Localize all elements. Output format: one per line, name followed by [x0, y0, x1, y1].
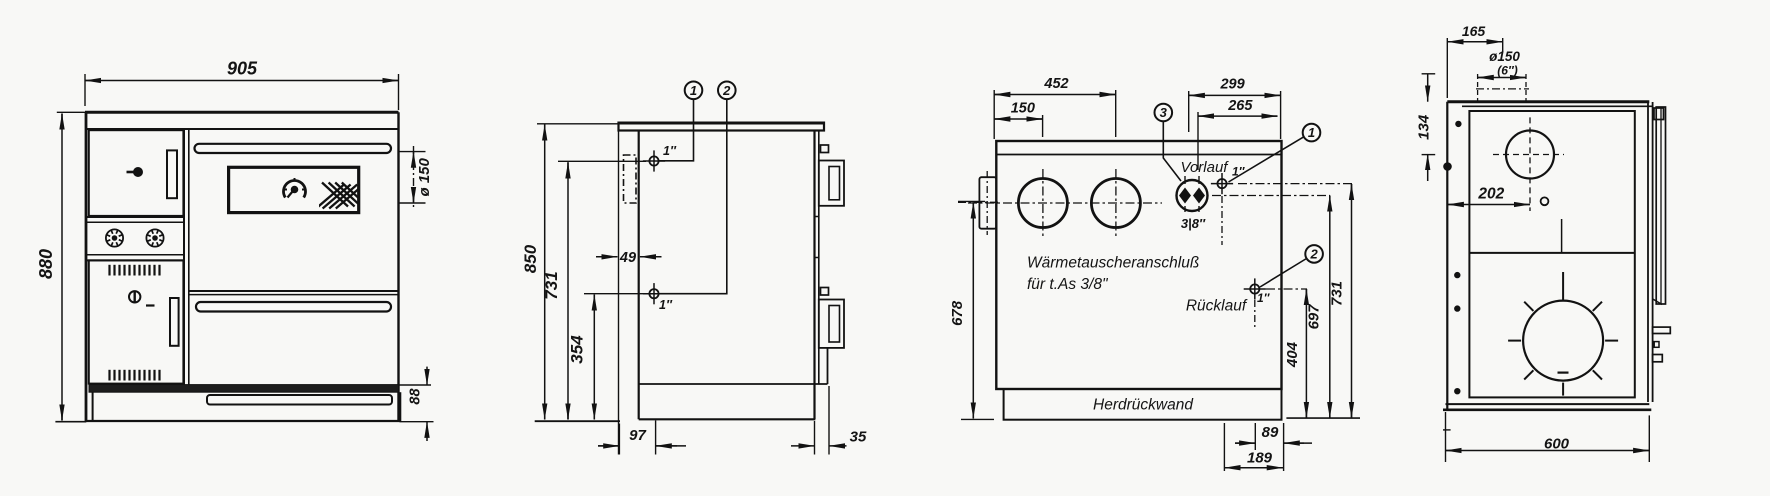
svg-text:880: 880 [36, 249, 56, 279]
svg-text:1″: 1″ [1232, 165, 1246, 179]
svg-text:731: 731 [1329, 281, 1346, 306]
svg-text:89: 89 [1262, 424, 1279, 441]
svg-text:Herdrückwand: Herdrückwand [1093, 397, 1194, 414]
svg-text:202: 202 [1477, 186, 1504, 203]
svg-text:49: 49 [619, 250, 636, 266]
svg-text:731: 731 [542, 271, 561, 299]
svg-text:452: 452 [1043, 76, 1068, 92]
svg-text:Vorlauf: Vorlauf [1181, 159, 1230, 176]
svg-text:697: 697 [1306, 304, 1323, 330]
svg-text:2: 2 [722, 83, 731, 98]
svg-text:für t.As 3/8": für t.As 3/8" [1027, 276, 1109, 293]
svg-text:404: 404 [1284, 341, 1301, 368]
svg-text:2: 2 [1309, 247, 1318, 262]
svg-text:Wärmetauscheranschluß: Wärmetauscheranschluß [1027, 255, 1199, 272]
svg-text:3: 3 [1160, 105, 1168, 120]
svg-text:354: 354 [568, 335, 587, 364]
svg-text:189: 189 [1247, 450, 1273, 467]
svg-text:1″: 1″ [1257, 291, 1271, 305]
svg-text:1″: 1″ [659, 298, 673, 312]
svg-text:97: 97 [629, 427, 646, 444]
svg-text:Rücklauf: Rücklauf [1186, 298, 1248, 315]
svg-text:850: 850 [521, 244, 540, 273]
svg-text:1″: 1″ [663, 144, 677, 158]
svg-text:(6″): (6″) [1497, 64, 1517, 78]
svg-text:165: 165 [1462, 23, 1486, 39]
svg-text:905: 905 [227, 59, 258, 79]
svg-text:35: 35 [850, 429, 867, 446]
svg-text:299: 299 [1219, 77, 1244, 93]
svg-text:88: 88 [408, 388, 424, 405]
svg-text:150: 150 [1011, 101, 1035, 117]
svg-text:1: 1 [1308, 125, 1315, 140]
svg-text:ø 150: ø 150 [416, 157, 433, 196]
svg-text:ø150: ø150 [1489, 49, 1520, 64]
svg-text:1: 1 [690, 83, 697, 98]
svg-text:3|8″: 3|8″ [1181, 216, 1206, 231]
svg-text:678: 678 [949, 300, 966, 326]
svg-text:134: 134 [1416, 114, 1433, 140]
svg-text:265: 265 [1227, 98, 1253, 114]
svg-text:600: 600 [1544, 436, 1570, 453]
